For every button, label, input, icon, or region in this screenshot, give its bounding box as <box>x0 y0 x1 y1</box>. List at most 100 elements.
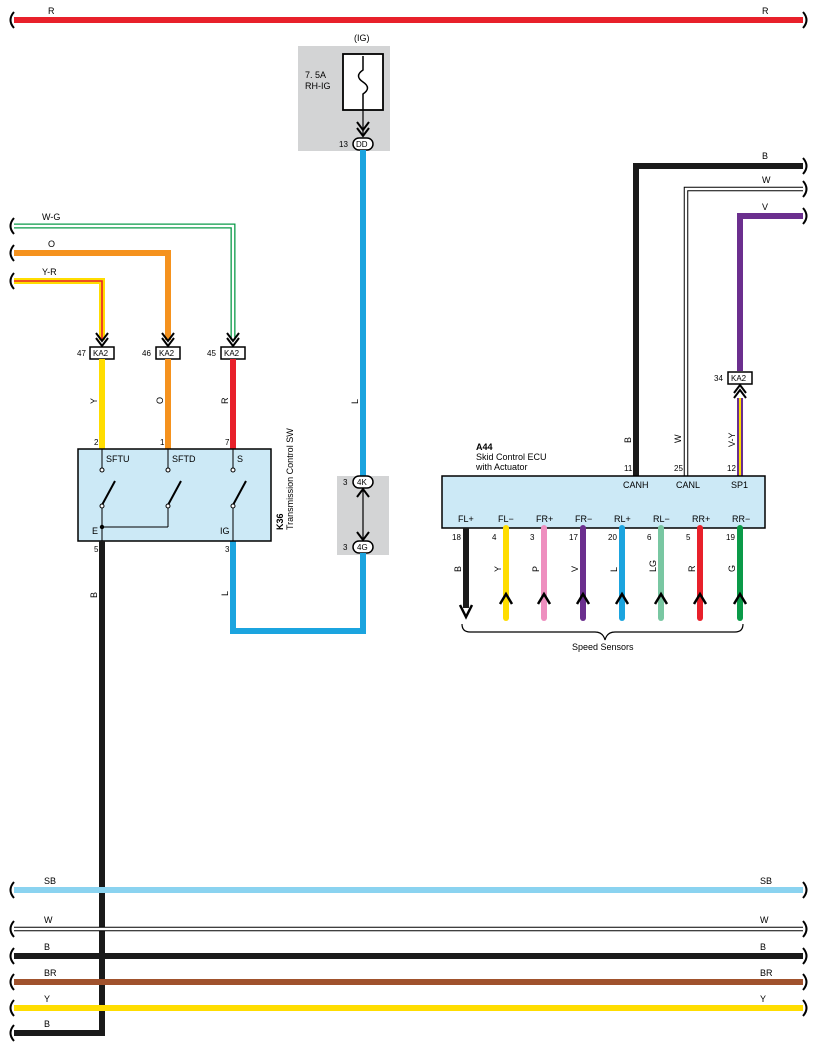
sensor-wire-3 <box>575 525 591 621</box>
wire-label-fuse-down: L <box>350 399 360 404</box>
sw-pin-e: 5 <box>94 545 99 554</box>
ecu-term-4: RL+ <box>614 514 631 524</box>
ecu-term-3: FR− <box>575 514 592 524</box>
bus-label-left-3: BR <box>44 968 57 978</box>
wire-label-o: O <box>48 239 55 249</box>
ecu-pin-0: 18 <box>452 533 461 542</box>
bus-label-right-3: BR <box>760 968 773 978</box>
wire-label-sw-down: L <box>220 591 230 596</box>
sensor-wire-2 <box>536 525 552 621</box>
ecu-term-0: FL+ <box>458 514 474 524</box>
sensor-wire-5 <box>653 525 669 621</box>
bus-5: B <box>9 1019 50 1042</box>
bus-label-left-1: W <box>44 915 53 925</box>
wire-label-sw-ground: B <box>89 592 99 598</box>
ecu-pin-canl: 25 <box>674 464 683 473</box>
sw-term-s: S <box>237 454 243 464</box>
sw-pin-sftd: 1 <box>160 438 165 447</box>
fuse-rating: 7. 5A <box>305 70 326 80</box>
ecu-name-line2: with Actuator <box>475 462 528 472</box>
sw-pin-sftu: 2 <box>94 438 99 447</box>
ecu-pin-1: 4 <box>492 533 497 542</box>
switch-code: K36 <box>275 513 285 530</box>
wire-label-sw-y: Y <box>89 398 99 404</box>
ecu-term-2: FR+ <box>536 514 553 524</box>
sw-term-sftd: SFTD <box>172 454 196 464</box>
bus-label-right-4: Y <box>760 994 766 1004</box>
wire-l-ig <box>230 541 366 634</box>
top-power-bus: R R <box>9 6 808 29</box>
skid-control-ecu: A44 Skid Control ECU with Actuator 11 25… <box>441 442 766 652</box>
sw-pin-3: 45 <box>207 349 216 358</box>
sensor-wire-7 <box>732 525 748 621</box>
sensor-wire-1 <box>498 525 514 621</box>
wire-label-sw-r: R <box>220 397 230 404</box>
sw-pin-2: 46 <box>142 349 151 358</box>
wire-label-v-right: V <box>762 202 768 212</box>
ecu-term-7: RR− <box>732 514 750 524</box>
ecu-pin-3: 17 <box>569 533 578 542</box>
fuse-rh-ig: (IG) 7. 5A RH-IG DD 13 <box>298 33 390 151</box>
ecu-term-1: FL− <box>498 514 514 524</box>
bus-label-left-2: B <box>44 942 50 952</box>
transmission-control-switch: 2 1 7 SFTU SFTD S E IG 5 <box>77 428 295 554</box>
switch-name: Transmission Control SW <box>285 428 295 530</box>
ecu-pin-7: 19 <box>726 533 735 542</box>
sensor-wire-4 <box>614 525 630 621</box>
junction-top-conn: 4K <box>357 478 367 487</box>
sensor-wire-6 <box>692 525 708 621</box>
switch-connectors: KA2 47 KA2 46 KA2 45 <box>77 332 246 360</box>
ecu-pin-5: 6 <box>647 533 652 542</box>
sensor-wire-0 <box>458 528 474 620</box>
top-bus-label-left: R <box>48 6 55 16</box>
bus-label-right-1: W <box>760 915 769 925</box>
wire-o: O <box>9 239 171 340</box>
sensor-wire-label-6: R <box>687 565 697 572</box>
wire-v-sp1: V KA2 34 V-Y <box>714 202 808 476</box>
sw-conn-2: KA2 <box>159 349 175 358</box>
sw-pin-1: 47 <box>77 349 86 358</box>
ecu-term-sp1: SP1 <box>731 480 748 490</box>
ecu-term-6: RR+ <box>692 514 710 524</box>
ecu-pin-6: 5 <box>686 533 691 542</box>
wire-label-sw-o: O <box>155 397 165 404</box>
wire-label-yr: Y-R <box>42 267 57 277</box>
sensor-wire-label-0: B <box>453 566 463 572</box>
sensor-wire-label-2: P <box>531 566 541 572</box>
speed-sensors-label: Speed Sensors <box>572 642 634 652</box>
bus-3: BR BR <box>9 968 808 991</box>
bus-label-left-0: SB <box>44 876 56 886</box>
ecu-term-canh: CANH <box>623 480 649 490</box>
fuse-connector: DD <box>356 140 368 149</box>
ecu-name-line1: Skid Control ECU <box>476 452 547 462</box>
sensor-wire-label-7: G <box>727 565 737 572</box>
fuse-supply-label: (IG) <box>354 33 370 43</box>
fuse-name: RH-IG <box>305 81 331 91</box>
wire-label-b-right: B <box>762 151 768 161</box>
ecu-pin-sp1: 12 <box>727 464 736 473</box>
wire-label-sp1: V-Y <box>727 432 737 447</box>
sensor-wire-label-3: V <box>570 566 580 572</box>
junction-bot-pin: 3 <box>343 543 348 552</box>
sw-conn-3: KA2 <box>224 349 240 358</box>
bus-label-left-4: Y <box>44 994 50 1004</box>
sw-conn-1: KA2 <box>93 349 109 358</box>
fuse-pin: 13 <box>339 140 348 149</box>
sw-term-sftu: SFTU <box>106 454 130 464</box>
ecu-term-5: RL− <box>653 514 670 524</box>
sw-term-ig: IG <box>220 526 230 536</box>
wire-label-wg: W-G <box>42 212 60 222</box>
bus-label-right-2: B <box>760 942 766 952</box>
bus-label-left-5: B <box>44 1019 50 1029</box>
junction-top-pin: 3 <box>343 478 348 487</box>
ecu-pin-4: 20 <box>608 533 617 542</box>
ecu-pin-canh: 11 <box>624 464 633 473</box>
wire-canh: B B <box>623 151 808 476</box>
wire-label-canl: W <box>673 434 683 443</box>
